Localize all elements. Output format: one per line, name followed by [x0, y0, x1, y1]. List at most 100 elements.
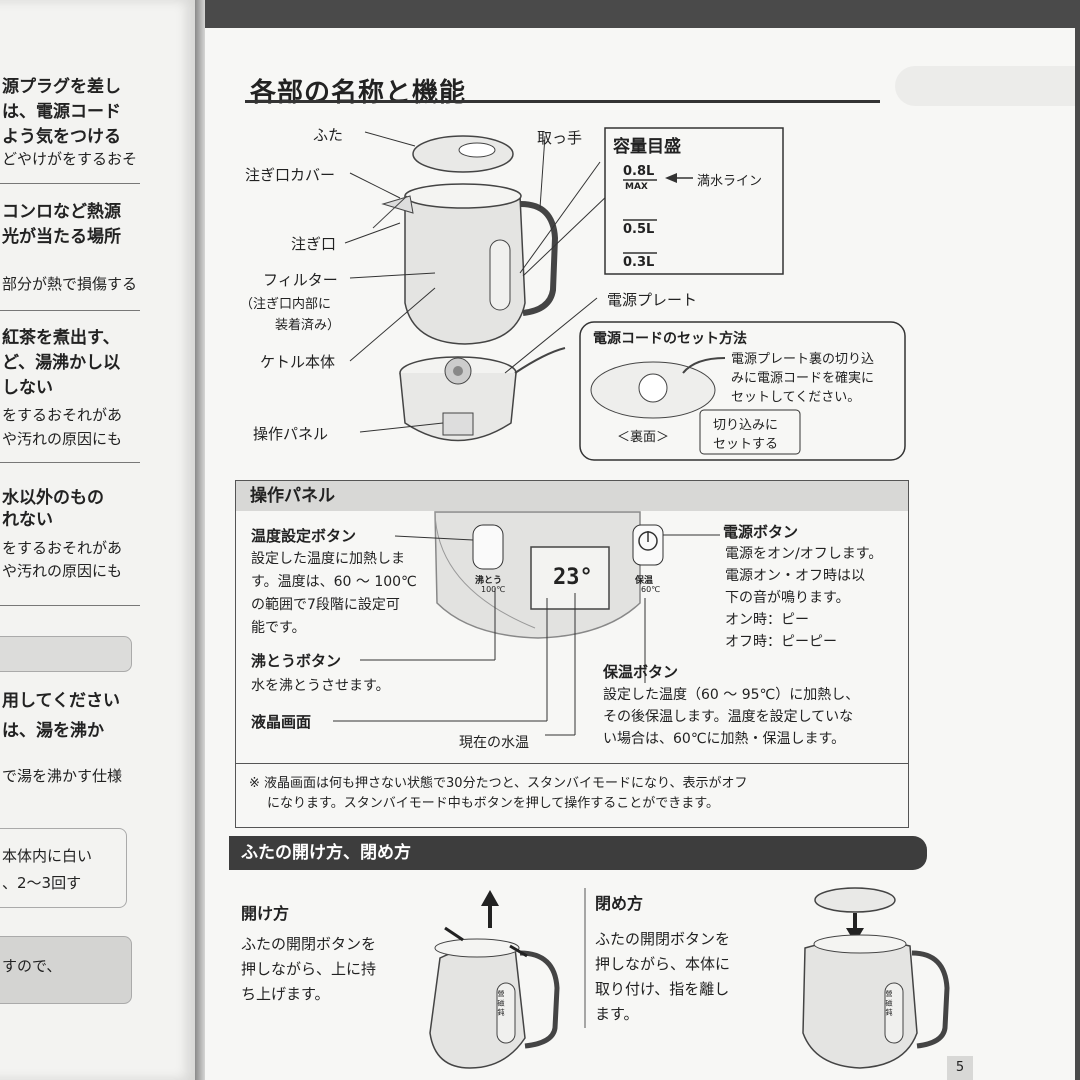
keep-desc: 設定した温度（60 〜 95℃）に加熱し、 — [603, 687, 860, 703]
cord-box — [579, 321, 906, 461]
open-lid-illustration — [429, 890, 560, 1069]
left-line: をするおそれがあ — [2, 539, 123, 557]
lid-section-heading: ふたの開け方、閉め方 — [229, 836, 927, 870]
power-desc: オフ時：ピーピー — [725, 634, 837, 650]
current-temp-label: 現在の水温 — [459, 735, 529, 751]
capacity-heading: 容量目盛 — [613, 137, 681, 157]
label-spout: 注ぎ口 — [291, 235, 337, 253]
keep-desc: その後保温します。温度を設定していな — [603, 709, 854, 725]
gray-box — [0, 936, 132, 1004]
divider — [0, 605, 140, 606]
next-page-bleed — [895, 66, 1075, 106]
label-power-plate: 電源プレート — [607, 291, 698, 309]
left-line: で湯を沸かす仕様 — [2, 767, 123, 785]
notch-label: 切り込みに — [713, 418, 779, 433]
open-desc: 押しながら、上に持 — [241, 960, 377, 978]
notch-label: セットする — [713, 437, 779, 452]
brand-mark: 營 磁 鈍 — [885, 990, 893, 1016]
lcd-readout: 23° — [553, 565, 593, 590]
divider — [0, 183, 140, 184]
label-handle: 取っ手 — [537, 129, 583, 147]
panel-illustration — [434, 511, 664, 639]
close-lid-illustration — [802, 887, 950, 1069]
temp-desc: 能です。 — [251, 620, 306, 636]
keep-button-title: 保温ボタン — [603, 663, 679, 681]
close-desc: 押しながら、本体に — [595, 955, 731, 973]
left-line: をするおそれがあ — [2, 406, 123, 424]
title-underline — [245, 100, 880, 103]
page-title: 各部の名称と機能 — [250, 78, 467, 108]
close-desc: 取り付け、指を離し — [595, 980, 730, 998]
close-desc: ます。 — [595, 1005, 639, 1023]
cord-desc: セットしてください。 — [731, 390, 861, 405]
power-desc: 電源オン・オフ時は以 — [725, 568, 865, 584]
open-desc: ふたの開閉ボタンを — [241, 935, 377, 953]
brand-mark: 營 磁 鈍 — [497, 990, 505, 1016]
left-line: 光が当たる場所 — [2, 227, 121, 247]
left-line: しない — [2, 378, 53, 398]
lid-illustration — [412, 135, 514, 173]
label-spout-cover: 注ぎ口カバー — [245, 166, 336, 184]
capacity-mark-03: 0.3L — [623, 255, 655, 270]
note-box — [0, 828, 127, 908]
page-number: 5 — [947, 1056, 973, 1080]
power-desc: 下の音が鳴ります。 — [725, 590, 850, 606]
keep-desc: い場合は、60℃に加熱・保温します。 — [603, 731, 846, 747]
divider — [0, 310, 140, 311]
cord-desc: 電源プレート裏の切り込 — [731, 352, 875, 367]
divider — [236, 763, 908, 764]
keep-button-sub: 60℃ — [641, 585, 661, 594]
label-futa: ふた — [313, 126, 344, 144]
open-title: 開け方 — [241, 904, 290, 923]
temp-desc: の範囲で7段階に設定可 — [251, 597, 400, 613]
panel-heading: 操作パネル — [236, 481, 908, 511]
left-line: は、湯を沸か — [2, 721, 104, 741]
capacity-box — [604, 127, 784, 275]
boil-desc: 水を沸とうさせます。 — [251, 678, 390, 694]
temp-desc: 設定した温度に加熱しま — [251, 551, 405, 567]
full-line-label: 満水ライン — [697, 174, 763, 189]
left-line: どやけがをするおそ — [2, 150, 138, 168]
label-filter-note: 装着済み） — [275, 318, 341, 333]
temp-desc: す。温度は、60 〜 100℃ — [251, 574, 417, 590]
power-desc: 電源をオン/オフします。 — [725, 546, 883, 562]
capacity-mark-max: MAX — [625, 182, 648, 192]
boil-button-title: 沸とうボタン — [251, 652, 342, 670]
divider — [0, 462, 140, 463]
capacity-mark-08: 0.8L — [623, 164, 655, 179]
book-spine — [195, 0, 205, 1080]
right-page: 各部の名称と機能 — [205, 28, 1075, 1080]
back-label: ＜裏面＞ — [617, 430, 670, 445]
cord-desc: みに電源コードを確実に — [731, 371, 875, 386]
left-line: 用してください — [2, 691, 120, 711]
left-line: は、電源コード — [2, 102, 121, 122]
keep-button-label: 保温 — [635, 576, 654, 586]
power-desc: オン時：ピー — [725, 612, 809, 628]
standby-note: になります。スタンバイモード中もボタンを押して操作することができます。 — [267, 796, 720, 811]
left-line: や汚れの原因にも — [2, 430, 123, 448]
kettle-diagram — [333, 127, 950, 1069]
label-filter-note: （注ぎ口内部に — [240, 297, 332, 312]
cord-heading: 電源コードのセット方法 — [593, 331, 747, 347]
left-line: すので、 — [2, 957, 62, 975]
base-illustration — [399, 347, 566, 442]
temp-button-title: 温度設定ボタン — [251, 527, 357, 545]
label-operation-panel: 操作パネル — [253, 425, 329, 443]
boil-button-sub: 100℃ — [481, 585, 506, 594]
boil-button-label: 沸とう — [475, 576, 503, 586]
power-button-title: 電源ボタン — [723, 523, 799, 541]
left-line: よう気をつける — [2, 127, 121, 147]
left-line: ど、湯沸かし以 — [2, 353, 121, 373]
left-line: 紅茶を煮出す、 — [2, 328, 120, 348]
left-line: 源プラグを差し — [2, 77, 121, 97]
operation-panel-section: 操作パネル — [235, 480, 909, 828]
kettle-body-illustration — [372, 183, 559, 345]
close-title: 閉め方 — [595, 894, 644, 913]
left-page: 源プラグを差し は、電源コード よう気をつける どやけがをするおそ コンロなど熱… — [0, 0, 197, 1080]
left-line: 部分が熱で損傷する — [2, 275, 138, 293]
left-line: 本体内に白い — [2, 847, 93, 865]
left-line: コンロなど熱源 — [2, 202, 121, 222]
left-line: や汚れの原因にも — [2, 562, 123, 580]
standby-note: ※ 液晶画面は何も押さない状態で30分たつと、スタンバイモードになり、表示がオフ — [249, 776, 748, 791]
open-desc: ち上げます。 — [241, 985, 330, 1003]
